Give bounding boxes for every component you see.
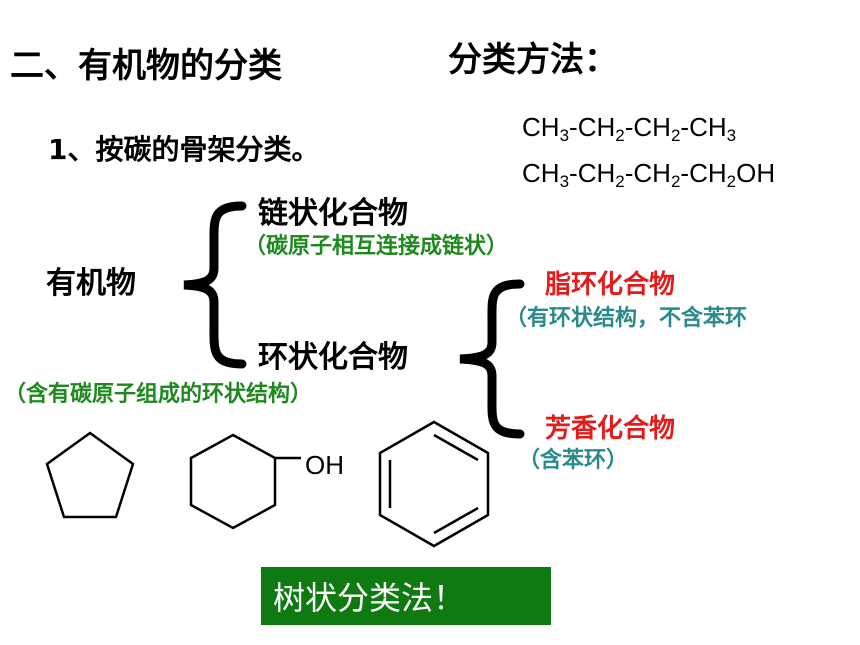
formula-part: -CH [624, 158, 671, 188]
formula-subscript: 3 [726, 126, 737, 145]
formula-part: CH [522, 158, 560, 188]
tree-root-organic: 有机物 [46, 266, 136, 301]
cyclohexanol-icon [189, 433, 301, 530]
formula-part: CH [522, 112, 560, 142]
formula-subscript: 3 [559, 126, 570, 145]
formula-part: -CH [680, 112, 727, 142]
formula-part: -CH [569, 158, 616, 188]
formula-butane: CH3-CH2-CH2-CH3 [522, 112, 736, 146]
formula-subscript: 2 [670, 126, 681, 145]
section-subtitle: 1、按碳的骨架分类。 [48, 133, 320, 166]
tree-chain-note: （碳原子相互连接成链状） [244, 234, 509, 259]
formula-subscript: 2 [670, 172, 681, 191]
left-brace-icon [183, 201, 247, 369]
right-brace-icon [459, 279, 525, 439]
formula-butanol: CH3-CH2-CH2-CH2OH [522, 158, 775, 192]
formula-part: OH [736, 158, 776, 188]
formula-part: -CH [624, 112, 671, 142]
formula-subscript: 3 [559, 172, 570, 191]
formula-part: -CH [680, 158, 727, 188]
formula-subscript: 2 [615, 126, 625, 145]
benzene-icon [378, 420, 490, 548]
tree-ring-note: （含有碳原子组成的环状结构） [4, 382, 313, 407]
tree-alicyclic-compound: 脂环化合物 [545, 270, 676, 300]
tree-chain-compound: 链状化合物 [258, 196, 408, 231]
formula-part: -CH [569, 112, 616, 142]
hydroxyl-label: OH [305, 450, 344, 480]
formula-subscript: 2 [615, 172, 625, 191]
tree-aromatic-compound: 芳香化合物 [545, 414, 676, 444]
page-title: 二、有机物的分类 [10, 46, 282, 86]
cyclopentane-icon [45, 431, 135, 519]
method-label: 分类方法： [448, 40, 618, 80]
tree-ring-compound: 环状化合物 [258, 340, 408, 375]
tree-aromatic-note: （含苯环） [518, 448, 629, 473]
formula-subscript: 2 [726, 172, 737, 191]
tree-classification-banner: 树状分类法！ [261, 567, 551, 625]
tree-alicyclic-note: （有环状结构，不含苯环 [505, 306, 748, 331]
